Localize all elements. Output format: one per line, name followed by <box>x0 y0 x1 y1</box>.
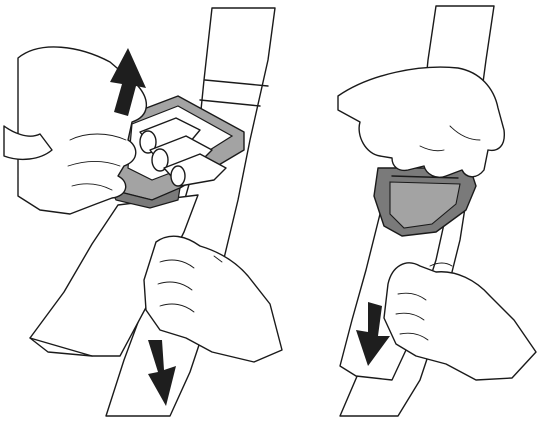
left-panel <box>4 8 282 416</box>
right-panel <box>338 6 536 416</box>
right-upper-hand <box>338 67 504 177</box>
